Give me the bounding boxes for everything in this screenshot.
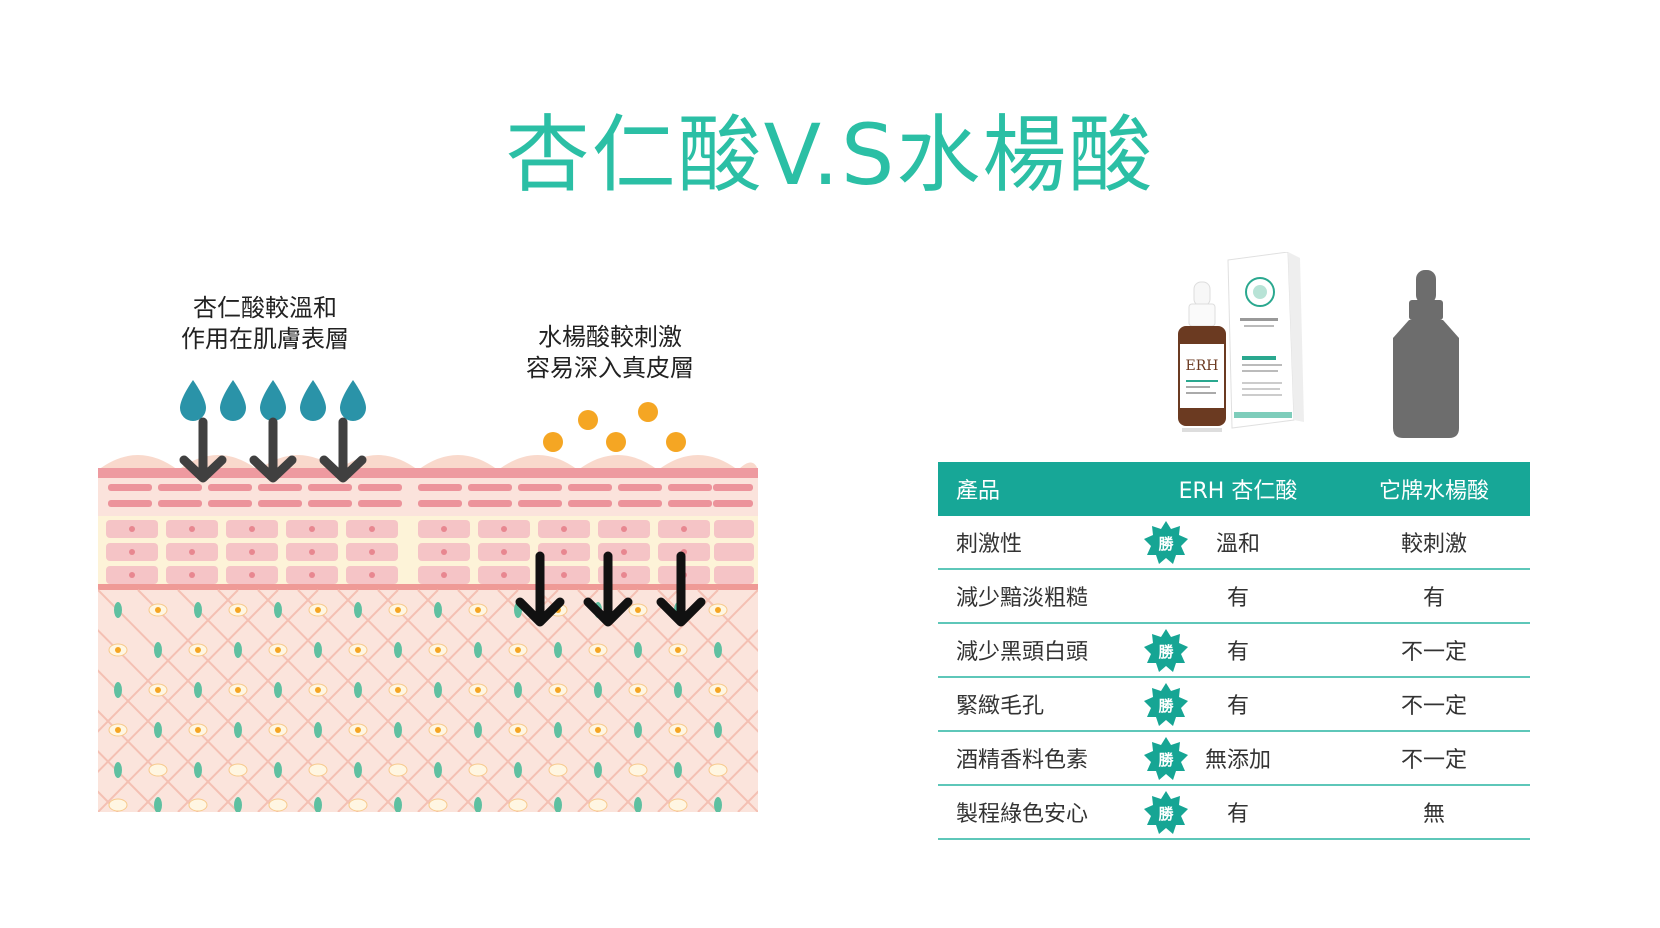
table-row: 減少黯淡粗糙 有 有 — [938, 570, 1530, 624]
row-erh-value: 有 — [1226, 694, 1249, 719]
comparison-table: 產品 ERH 杏仁酸 它牌水楊酸 刺激性 勝 溫和 較刺激 減少黯淡粗糙 有 有… — [938, 462, 1530, 840]
acid-particles-icon — [543, 402, 686, 452]
shallow-arrows-icon — [179, 417, 367, 483]
generic-bottle-icon — [1393, 270, 1459, 438]
win-badge-icon: 勝 — [1144, 629, 1188, 673]
win-badge-icon: 勝 — [1144, 737, 1188, 781]
row-item: 刺激性 — [956, 532, 1023, 557]
table-row: 刺激性 勝 溫和 較刺激 — [938, 516, 1530, 570]
row-item: 製程綠色安心 — [956, 802, 1089, 827]
svg-text:ERH: ERH — [1186, 358, 1219, 374]
row-erh-value: 有 — [1226, 640, 1249, 665]
row-other-value: 不一定 — [1400, 640, 1467, 665]
row-erh-value: 有 — [1226, 586, 1249, 611]
win-badge-label: 勝 — [1158, 642, 1174, 661]
row-other-value: 無 — [1422, 802, 1445, 827]
header-erh: ERH 杏仁酸 — [1178, 479, 1298, 504]
table-header: 產品 ERH 杏仁酸 它牌水楊酸 — [938, 462, 1530, 516]
table-row: 酒精香料色素 勝 無添加 不一定 — [938, 732, 1530, 786]
row-other-value: 不一定 — [1400, 694, 1467, 719]
erh-product-image: ERH — [1178, 252, 1304, 432]
salicylic-acid-label: 水楊酸較刺激 容易深入真皮層 — [526, 323, 694, 382]
win-badge-label: 勝 — [1158, 696, 1174, 715]
row-erh-value: 溫和 — [1215, 532, 1260, 557]
win-badge-icon: 勝 — [1144, 683, 1188, 727]
table-row: 緊緻毛孔 勝 有 不一定 — [938, 678, 1530, 732]
row-other-value: 較刺激 — [1400, 532, 1467, 557]
row-erh-value: 有 — [1226, 802, 1249, 827]
row-item: 減少黯淡粗糙 — [956, 586, 1089, 611]
skin-layers-illustration — [98, 380, 758, 812]
header-product: 產品 — [956, 479, 1001, 504]
row-other-value: 不一定 — [1400, 748, 1467, 773]
win-badge-label: 勝 — [1158, 534, 1174, 553]
mandelic-acid-label: 杏仁酸較溫和 作用在肌膚表層 — [181, 294, 349, 353]
row-item: 減少黑頭白頭 — [956, 640, 1089, 665]
win-badge-label: 勝 — [1158, 804, 1174, 823]
row-item: 緊緻毛孔 — [956, 694, 1045, 719]
table-row: 減少黑頭白頭 勝 有 不一定 — [938, 624, 1530, 678]
win-badge-icon: 勝 — [1144, 791, 1188, 835]
win-badge-icon: 勝 — [1144, 521, 1188, 565]
row-erh-value: 無添加 — [1204, 748, 1271, 773]
table-row: 製程綠色安心 勝 有 無 — [938, 786, 1530, 840]
header-other: 它牌水楊酸 — [1378, 479, 1489, 504]
row-item: 酒精香料色素 — [956, 748, 1089, 773]
row-other-value: 有 — [1422, 586, 1445, 611]
win-badge-label: 勝 — [1158, 750, 1174, 769]
page-title: 杏仁酸V.S水楊酸 — [505, 106, 1155, 204]
deep-arrows-icon — [515, 551, 706, 627]
water-drops-icon — [180, 380, 366, 421]
